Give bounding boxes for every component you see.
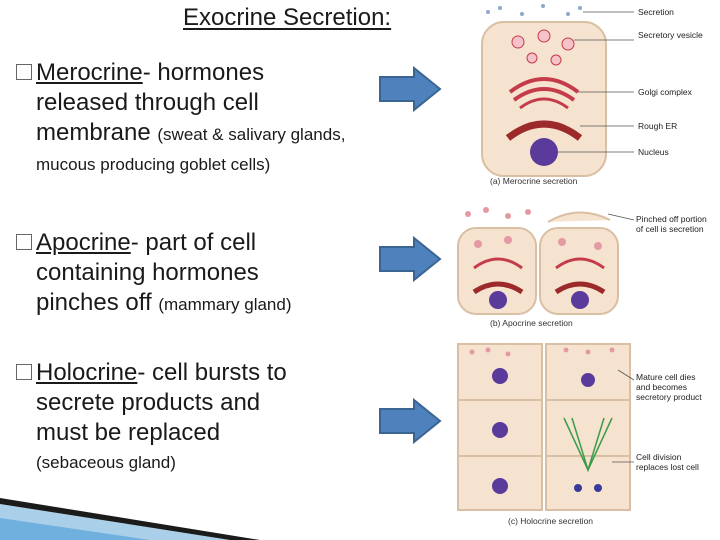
bullet-line: pinches off (mammary gland) <box>16 288 446 320</box>
bullet-text: - hormones <box>142 59 265 86</box>
bullet-line: containing hormones <box>36 259 259 286</box>
term-holocrine: Holocrine <box>36 359 138 386</box>
bullet-text: membrane <box>36 119 151 146</box>
label-golgi-complex: Golgi complex <box>638 87 693 97</box>
holocrine-diagram: Mature cell dies and becomes secretory p… <box>457 343 702 526</box>
bullet-line: membrane (sweat & salivary glands, <box>16 118 446 150</box>
bullet-text: pinches off <box>36 289 152 316</box>
term-merocrine: Merocrine <box>36 59 143 86</box>
bullet-examples: (sweat & salivary glands, <box>157 125 346 144</box>
right-arrow-icon <box>379 236 442 282</box>
merocrine-diagram: Secretion Secretory vesicle Golgi comple… <box>481 4 703 186</box>
bullet-merocrine: Merocrine- hormones released through cel… <box>16 58 446 180</box>
right-arrow-icon <box>379 398 442 444</box>
label-nucleus: Nucleus <box>638 147 669 157</box>
bullet-text: - cell bursts to <box>137 359 287 386</box>
label-mature-cell-dies: Mature cell dies and becomes secretory p… <box>636 372 702 402</box>
bullet-square-icon <box>16 364 32 380</box>
bullet-line: released through cell <box>36 89 259 116</box>
decorative-swoosh <box>0 498 260 540</box>
slide-title: Exocrine Secretion: <box>183 4 392 31</box>
bullet-square-icon <box>16 64 32 80</box>
caption-apocrine: (b) Apocrine secretion <box>490 318 573 328</box>
bullet-examples: mucous producing goblet cells) <box>36 155 271 174</box>
bullet-apocrine: Apocrine- part of cell containing hormon… <box>16 228 446 320</box>
bullet-examples: (mammary gland) <box>158 295 292 314</box>
bullet-line: must be replaced <box>36 419 221 446</box>
bullet-holocrine: Holocrine- cell bursts to secrete produc… <box>16 358 446 478</box>
label-rough-er: Rough ER <box>638 121 677 131</box>
bullet-examples: (sebaceous gland) <box>36 453 176 472</box>
bullet-line: Apocrine- part of cell <box>16 228 446 258</box>
bullet-text: - part of cell <box>130 229 257 256</box>
bullet-square-icon <box>16 234 32 250</box>
label-cell-division: Cell division replaces lost cell <box>636 452 699 472</box>
caption-merocrine: (a) Merocrine secretion <box>490 176 578 186</box>
bullet-line: secrete products and <box>36 389 261 416</box>
bullet-line: Merocrine- hormones <box>16 58 446 88</box>
secretion-figure: Secretion Secretory vesicle Golgi comple… <box>457 4 709 526</box>
term-apocrine: Apocrine <box>36 229 131 256</box>
apocrine-diagram: Pinched off portion of cell is secretion… <box>457 207 709 328</box>
label-pinched-off-portion: Pinched off portion of cell is secretion <box>636 214 709 234</box>
bullet-line: Holocrine- cell bursts to <box>16 358 446 388</box>
caption-holocrine: (c) Holocrine secretion <box>508 516 593 526</box>
label-secretory-vesicle: Secretory vesicle <box>638 30 703 40</box>
right-arrow-icon <box>379 66 442 112</box>
label-secretion: Secretion <box>638 7 674 17</box>
